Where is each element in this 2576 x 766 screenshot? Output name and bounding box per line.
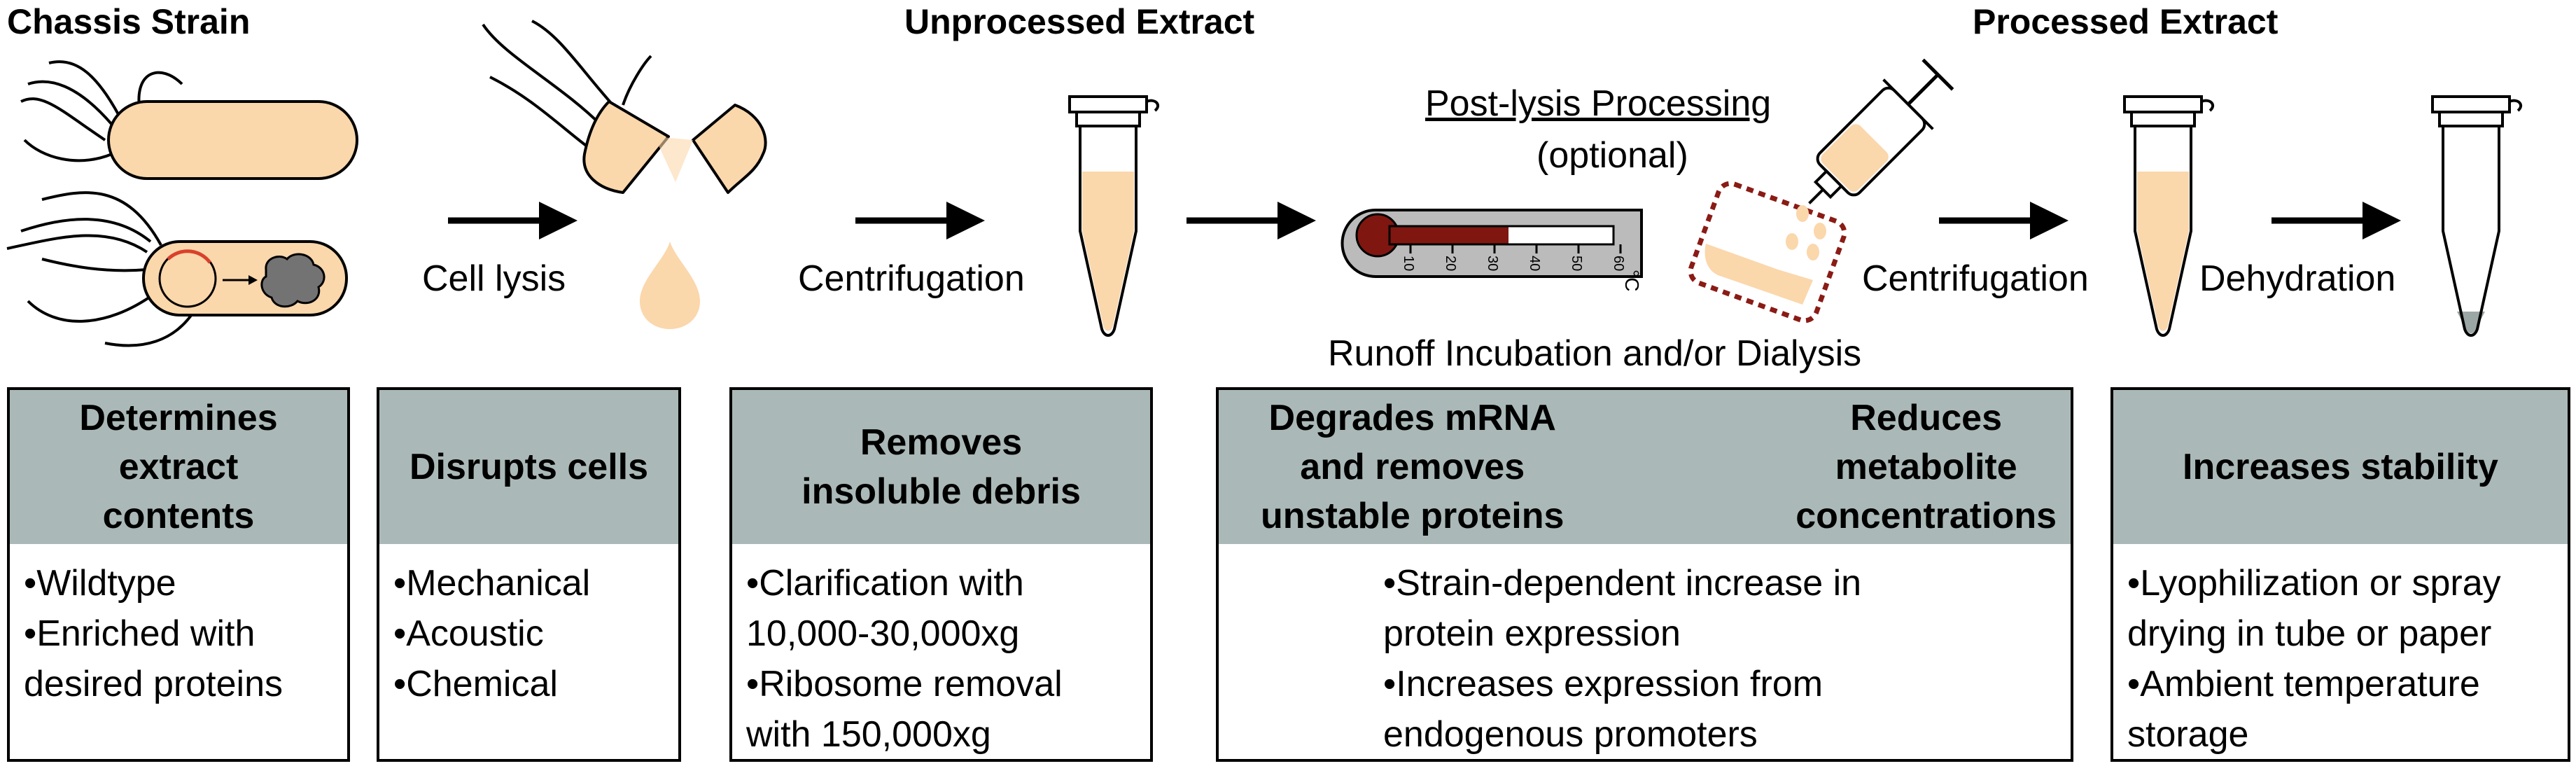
- stage-title-processed: Processed Extract: [1973, 2, 2278, 41]
- box-body-line: •Wildtype: [24, 563, 176, 604]
- box-chassis: Determines extract contents •Wildtype •E…: [7, 387, 350, 762]
- box-body-line: •Increases expression from: [1383, 664, 1823, 704]
- lysed-cell-icon: [482, 20, 767, 329]
- tube-unprocessed-icon: [1068, 95, 1160, 337]
- tube-dehydrated-icon: [2431, 95, 2523, 337]
- box-header-line: Increases stability: [2183, 447, 2498, 487]
- box-processing-header-left: Degrades mRNA and removes unstable prote…: [1261, 394, 1564, 541]
- box-processing-header-right: Reduces metabolite concentrations: [1795, 394, 2057, 541]
- box-body-line: with 150,000xg: [746, 714, 991, 755]
- syringe-icon: [1808, 58, 1954, 204]
- box-header-line: Reduces: [1850, 398, 2003, 438]
- box-body-line: •Acoustic: [393, 613, 544, 654]
- step-label-post-lysis: Post-lysis Processing: [1425, 83, 1772, 124]
- box-dehydration-body: •Lyophilization or spray drying in tube …: [2113, 544, 2568, 760]
- step-label-centrifugation-2: Centrifugation: [1862, 258, 2089, 299]
- box-header-line: concentrations: [1795, 496, 2057, 536]
- box-lysis-body: •Mechanical •Acoustic •Chemical: [379, 544, 678, 709]
- box-body-line: •Lyophilization or spray: [2127, 563, 2501, 604]
- box-body-line: endogenous promoters: [1383, 714, 1758, 755]
- workflow-illustration: 10 20 30 40 50 60 °C: [6, 20, 2523, 347]
- box-dehydration: Increases stability •Lyophilization or s…: [2110, 387, 2570, 762]
- tube-processed-icon: [2123, 95, 2215, 337]
- box-header-line: and removes: [1300, 447, 1525, 487]
- step-label-runoff: Runoff Incubation and/or Dialysis: [1328, 333, 1862, 374]
- box-header-line: contents: [102, 496, 255, 536]
- box-body-line: •Mechanical: [393, 563, 591, 604]
- chassis-cell-wildtype-icon: [20, 60, 358, 180]
- box-header-line: Determines: [79, 398, 278, 438]
- box-body-line: drying in tube or paper: [2127, 613, 2492, 654]
- box-body-line: desired proteins: [24, 664, 283, 704]
- box-processing-header: Degrades mRNA and removes unstable prote…: [1219, 390, 2071, 544]
- box-body-line: storage: [2127, 714, 2249, 755]
- thermo-tick-label: 40: [1527, 256, 1542, 271]
- box-body-line: •Chemical: [393, 664, 558, 704]
- box-body-line: •Clarification with: [746, 563, 1024, 604]
- box-centrifugation: Removes insoluble debris •Clarification …: [729, 387, 1153, 762]
- thermo-tick-label: 10: [1401, 256, 1416, 271]
- box-centrifugation-body: •Clarification with 10,000-30,000xg •Rib…: [732, 544, 1150, 760]
- step-label-dehydration: Dehydration: [2199, 258, 2396, 299]
- arrow-lysis-icon: [448, 202, 578, 239]
- box-lysis-header: Disrupts cells: [379, 390, 678, 544]
- dialysis-bag-icon: [1688, 181, 1847, 323]
- box-header-line: unstable proteins: [1261, 496, 1564, 536]
- thermo-tick-label: 30: [1485, 256, 1500, 271]
- box-header-line: extract: [118, 447, 239, 487]
- chassis-cell-enriched-icon: [6, 191, 348, 347]
- box-body-line: •Ambient temperature: [2127, 664, 2480, 704]
- box-dehydration-header: Increases stability: [2113, 390, 2568, 544]
- box-header-line: Disrupts cells: [409, 447, 649, 487]
- box-lysis: Disrupts cells •Mechanical •Acoustic •Ch…: [377, 387, 681, 762]
- box-body-line: •Enriched with: [24, 613, 255, 654]
- arrow-processing-icon: [1186, 202, 1316, 239]
- thermo-tick-label: 50: [1569, 256, 1584, 271]
- arrow-dehydration-icon: [2272, 202, 2401, 239]
- box-body-line: •Ribosome removal: [746, 664, 1063, 704]
- box-centrifugation-header: Removes insoluble debris: [732, 390, 1150, 544]
- step-label-centrifugation: Centrifugation: [798, 258, 1025, 299]
- stage-title-unprocessed: Unprocessed Extract: [904, 2, 1255, 41]
- box-header-line: insoluble debris: [802, 471, 1081, 512]
- thermometer-icon: [1340, 209, 1643, 278]
- arrow-centrifugation-icon: [855, 202, 985, 239]
- box-processing-body: •Strain-dependent increase in protein ex…: [1219, 544, 2071, 760]
- box-body-line: •Strain-dependent increase in: [1383, 563, 1862, 604]
- box-body-line: protein expression: [1383, 613, 1681, 654]
- thermo-tick-label: 60: [1611, 256, 1626, 271]
- box-chassis-body: •Wildtype •Enriched with desired protein…: [10, 544, 347, 709]
- box-header-line: metabolite: [1835, 447, 2017, 487]
- thermo-unit-label: °C: [1621, 270, 1643, 291]
- thermo-tick-label: 20: [1443, 256, 1458, 271]
- step-label-optional: (optional): [1536, 135, 1688, 176]
- box-processing: Degrades mRNA and removes unstable prote…: [1216, 387, 2073, 762]
- arrow-centrifugation-2-icon: [1939, 202, 2068, 239]
- stage-title-chassis: Chassis Strain: [7, 2, 251, 41]
- box-chassis-header: Determines extract contents: [10, 390, 347, 544]
- box-header-line: Removes: [860, 422, 1023, 463]
- step-label-lysis: Cell lysis: [422, 258, 566, 299]
- box-body-line: 10,000-30,000xg: [746, 613, 1020, 654]
- box-header-line: Degrades mRNA: [1268, 398, 1556, 438]
